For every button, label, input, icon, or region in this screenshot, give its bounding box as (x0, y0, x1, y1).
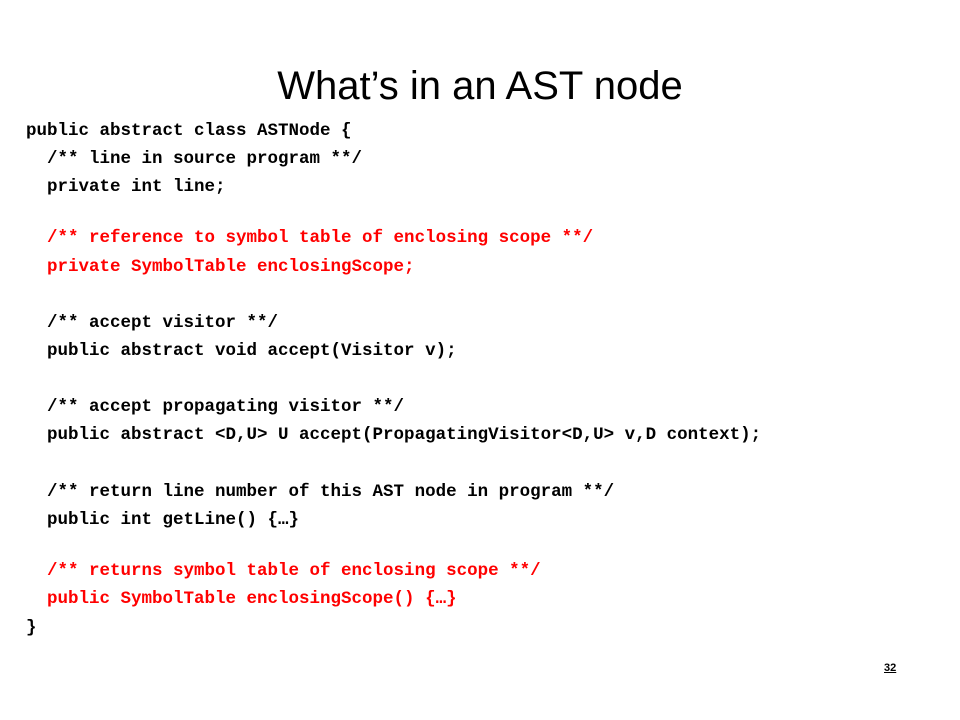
code-line-scope-field: private SymbolTable enclosingScope; (26, 257, 415, 277)
code-line-getline-comment: /** return line number of this AST node … (26, 482, 615, 502)
code-line-accept-comment: /** accept visitor **/ (26, 313, 279, 333)
code-line-propagating-comment: /** accept propagating visitor **/ (26, 397, 405, 417)
code-line-enclosing-scope-method: public SymbolTable enclosingScope() {…} (26, 589, 457, 609)
code-line-enclosing-scope-comment: /** returns symbol table of enclosing sc… (26, 561, 541, 581)
code-line-class-close: } (26, 618, 37, 638)
code-line-propagating-method: public abstract <D,U> U accept(Propagati… (26, 425, 762, 445)
code-line-accept-method: public abstract void accept(Visitor v); (26, 341, 457, 361)
slide-title: What’s in an AST node (277, 64, 683, 108)
code-line-class-declaration: public abstract class ASTNode { (26, 121, 352, 141)
page-number: 32 (884, 662, 897, 674)
code-line-line-field: private int line; (26, 177, 226, 197)
code-line-getline-method: public int getLine() {…} (26, 510, 300, 530)
code-line-line-comment: /** line in source program **/ (26, 149, 363, 169)
code-line-scope-comment: /** reference to symbol table of enclosi… (26, 228, 594, 248)
